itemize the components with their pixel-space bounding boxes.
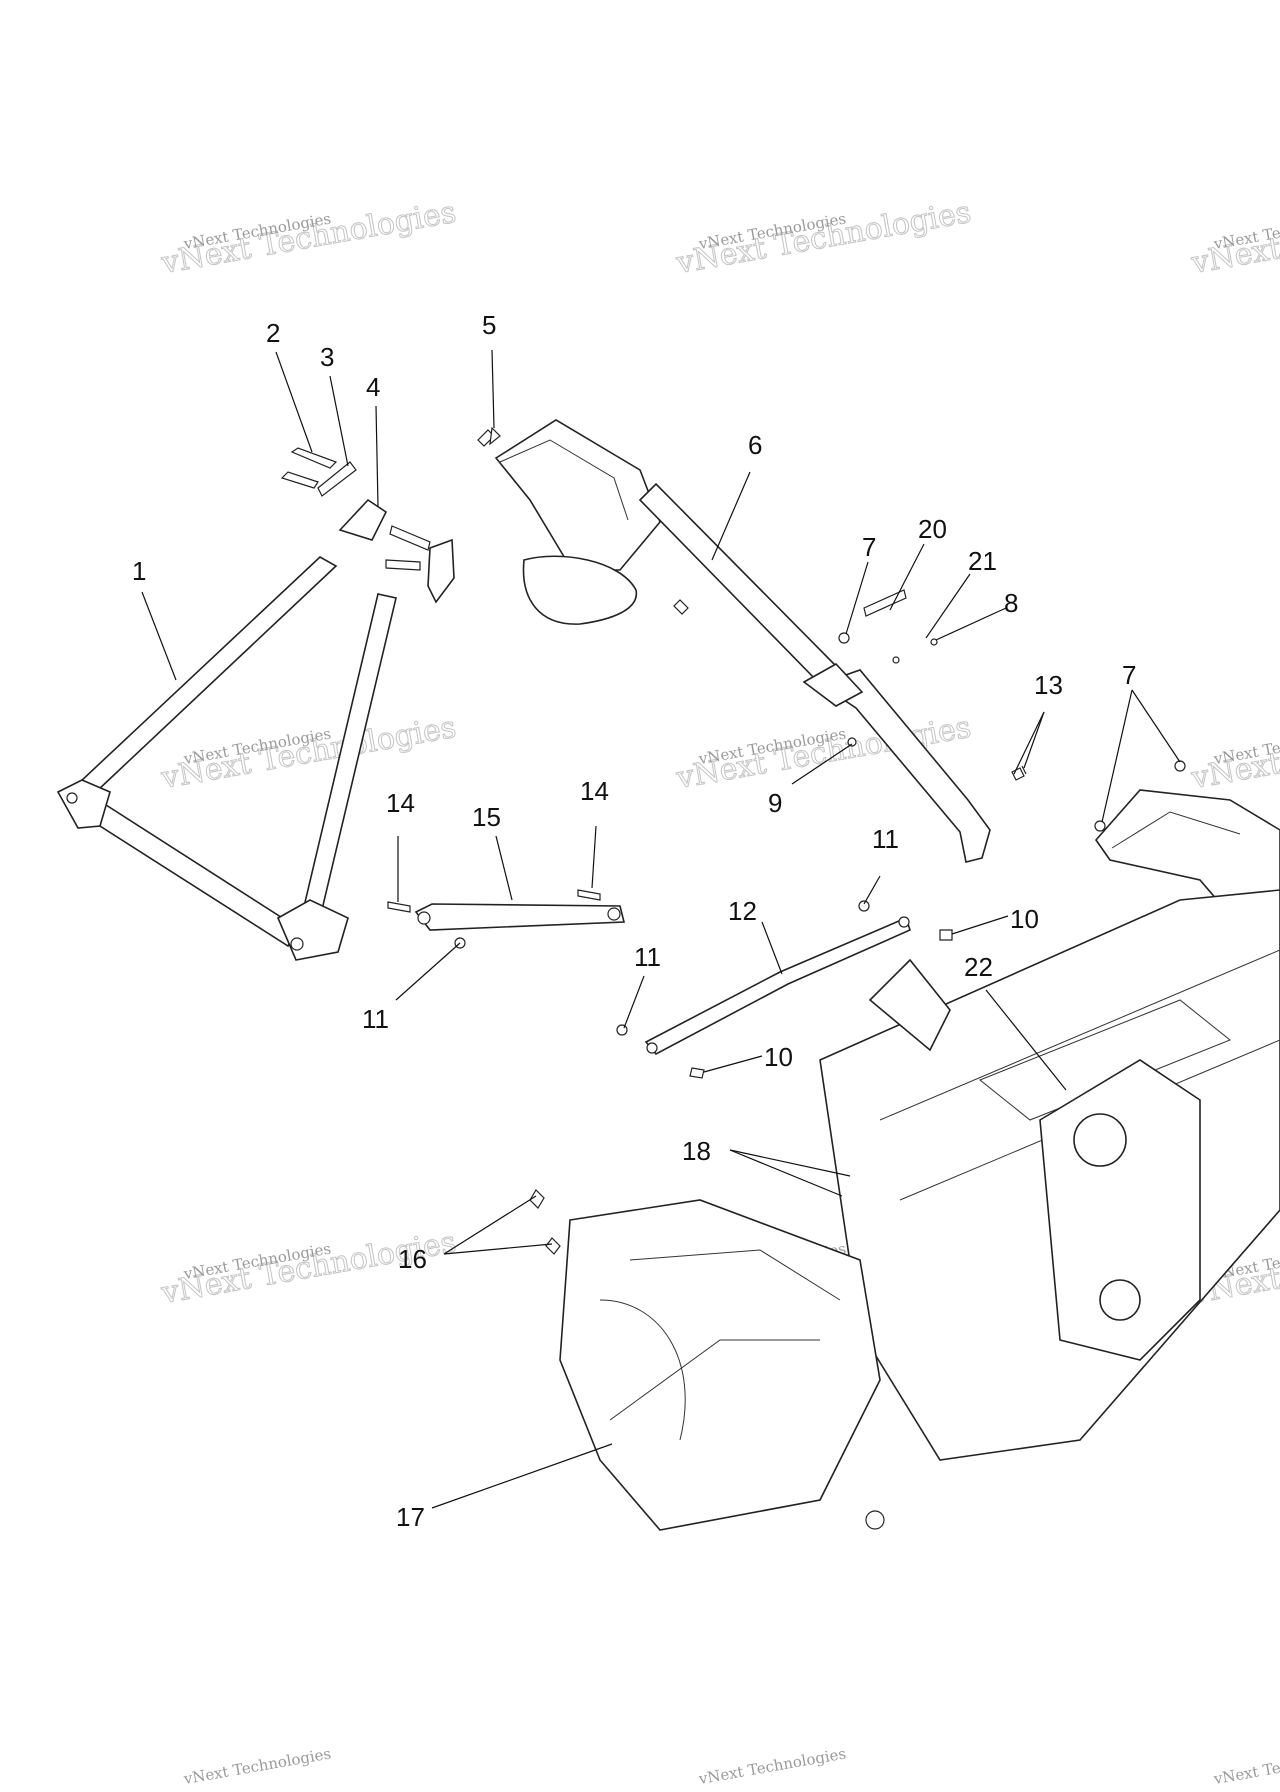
callout-10: 10 [764,1042,793,1072]
callout-7: 7 [862,532,876,562]
callout-11: 11 [362,1004,389,1034]
watermark: vNext Technologies [697,1744,848,1788]
callout-5: 5 [482,310,496,340]
callout-11: 11 [634,942,661,972]
watermark: vNext Technologies [182,1744,333,1788]
part-cross-brace-15 [414,903,626,931]
callout-4: 4 [366,372,380,402]
part-main-chassis [559,889,1280,1531]
callout-6: 6 [748,430,762,460]
watermark-text: vNext Technologies [1212,1744,1280,1788]
callout-9: 9 [768,788,782,818]
part-upper-frame-6 [494,419,991,863]
callout-17: 17 [396,1502,425,1532]
callout-20: 20 [918,514,947,544]
callout-12: 12 [728,896,757,926]
part-hardware [387,426,1186,1255]
watermark: vNext Technologies [1212,1744,1280,1788]
callout-labels: 1 2 3 4 5 6 7 7 8 9 10 10 11 11 11 12 13… [132,310,1136,1532]
callout-14: 14 [580,776,609,806]
callout-7: 7 [1122,660,1136,690]
watermark-text: vNext Technologies [697,1744,848,1788]
callout-21: 21 [968,546,997,576]
part-cross-brace-12 [644,916,911,1056]
callout-1: 1 [132,556,146,586]
callout-8: 8 [1004,588,1018,618]
callout-15: 15 [472,802,501,832]
callout-18: 18 [682,1136,711,1166]
callout-3: 3 [320,342,334,372]
watermark-text: vNext Technologies [182,1744,333,1788]
callout-2: 2 [266,318,280,348]
watermark: vNext Technologies vNext Technologies [158,194,460,281]
watermark: vNext Technologies vNext Technologies [1188,709,1280,796]
callout-11: 11 [872,824,899,854]
part-front-a-frame [56,556,397,961]
part-upper-brackets [280,429,495,604]
callout-16: 16 [398,1244,427,1274]
watermark: vNext Technologies vNext Technologies [673,194,975,281]
leader-lines [141,349,1181,1509]
callout-22: 22 [964,952,993,982]
watermark: vNext Technologies vNext Technologies [158,709,460,796]
callout-14: 14 [386,788,415,818]
watermark: vNext Technologies vNext Technologies [1188,194,1280,281]
callout-13: 13 [1034,670,1063,700]
callout-10: 10 [1010,904,1039,934]
